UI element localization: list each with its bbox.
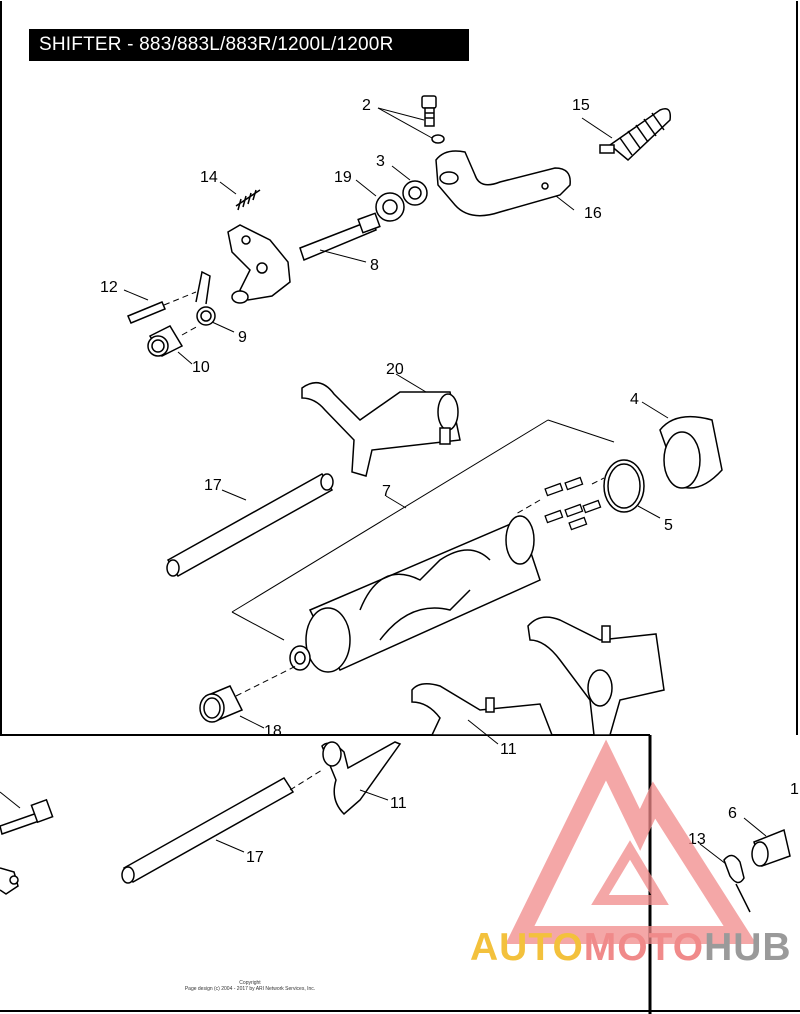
callout-17-lower: 17 xyxy=(246,849,264,866)
part-17-fork-rod-upper xyxy=(166,472,334,578)
watermark-wordmark: AUTOMOTOHUB xyxy=(470,926,792,970)
watermark-part-hub: HUB xyxy=(704,926,792,969)
part-12-pin xyxy=(127,301,166,324)
part-13-clip xyxy=(723,854,751,913)
part-20-shift-fork xyxy=(301,382,461,477)
part-18-bushing xyxy=(199,685,244,723)
callout-19: 19 xyxy=(334,169,352,186)
part-7-bracket xyxy=(231,419,615,641)
callout-15: 15 xyxy=(572,97,590,114)
copyright-notice: Copyright Page design (c) 2004 - 2017 by… xyxy=(150,980,350,992)
part-2-screw xyxy=(421,95,445,144)
page-title: SHIFTER - 883/883L/883R/1200L/1200R xyxy=(29,29,469,61)
callout-7: 7 xyxy=(382,483,391,500)
callout-11-lower: 11 xyxy=(390,795,407,812)
callout-3: 3 xyxy=(376,153,385,170)
part-7-shift-drum xyxy=(289,515,541,673)
callout-14: 14 xyxy=(200,169,218,186)
part-19-bearing xyxy=(375,192,405,222)
callout-8: 8 xyxy=(370,257,379,274)
part-4-ring xyxy=(659,415,723,489)
callout-18: 18 xyxy=(264,723,282,740)
callout-numbers: 2 15 3 19 14 16 8 12 9 10 20 4 17 7 5 18… xyxy=(100,97,799,866)
callout-16: 16 xyxy=(584,205,602,222)
part-10-bushing xyxy=(147,325,184,357)
part-8-shift-shaft xyxy=(227,212,381,304)
part-3-seal xyxy=(402,180,428,206)
watermark-part-moto: MOTO xyxy=(583,926,705,969)
drum-pins xyxy=(544,476,602,531)
assembly-centerlines xyxy=(163,291,605,791)
partial-bolt xyxy=(0,798,54,895)
callout-12: 12 xyxy=(100,279,118,296)
callout-17-upper: 17 xyxy=(204,477,222,494)
copyright-line-2: Page design (c) 2004 - 2017 by ARI Netwo… xyxy=(184,986,316,992)
leader-lines xyxy=(0,107,767,865)
callout-6: 6 xyxy=(728,805,737,822)
callout-1: 1 xyxy=(790,781,799,798)
callout-11-upper: 11 xyxy=(500,741,517,758)
part-15-shifter-peg xyxy=(599,108,672,162)
watermark-part-auto: AUTO xyxy=(470,926,584,969)
callout-4: 4 xyxy=(630,391,639,408)
part-16-shift-lever xyxy=(435,150,571,217)
part-11-shift-forks xyxy=(321,616,665,816)
copyright-line-1: Copyright xyxy=(239,980,261,986)
callout-2: 2 xyxy=(362,97,371,114)
part-6-stud xyxy=(751,828,791,867)
watermark-logo xyxy=(505,739,757,944)
callout-9: 9 xyxy=(238,329,247,346)
part-14-spring xyxy=(235,189,261,211)
part-17-fork-rod-lower xyxy=(121,776,295,884)
part-9-torsion-spring xyxy=(195,270,216,326)
callout-5: 5 xyxy=(664,517,673,534)
callout-20: 20 xyxy=(386,361,404,378)
callout-10: 10 xyxy=(192,359,210,376)
part-5-snap-ring xyxy=(603,459,645,513)
